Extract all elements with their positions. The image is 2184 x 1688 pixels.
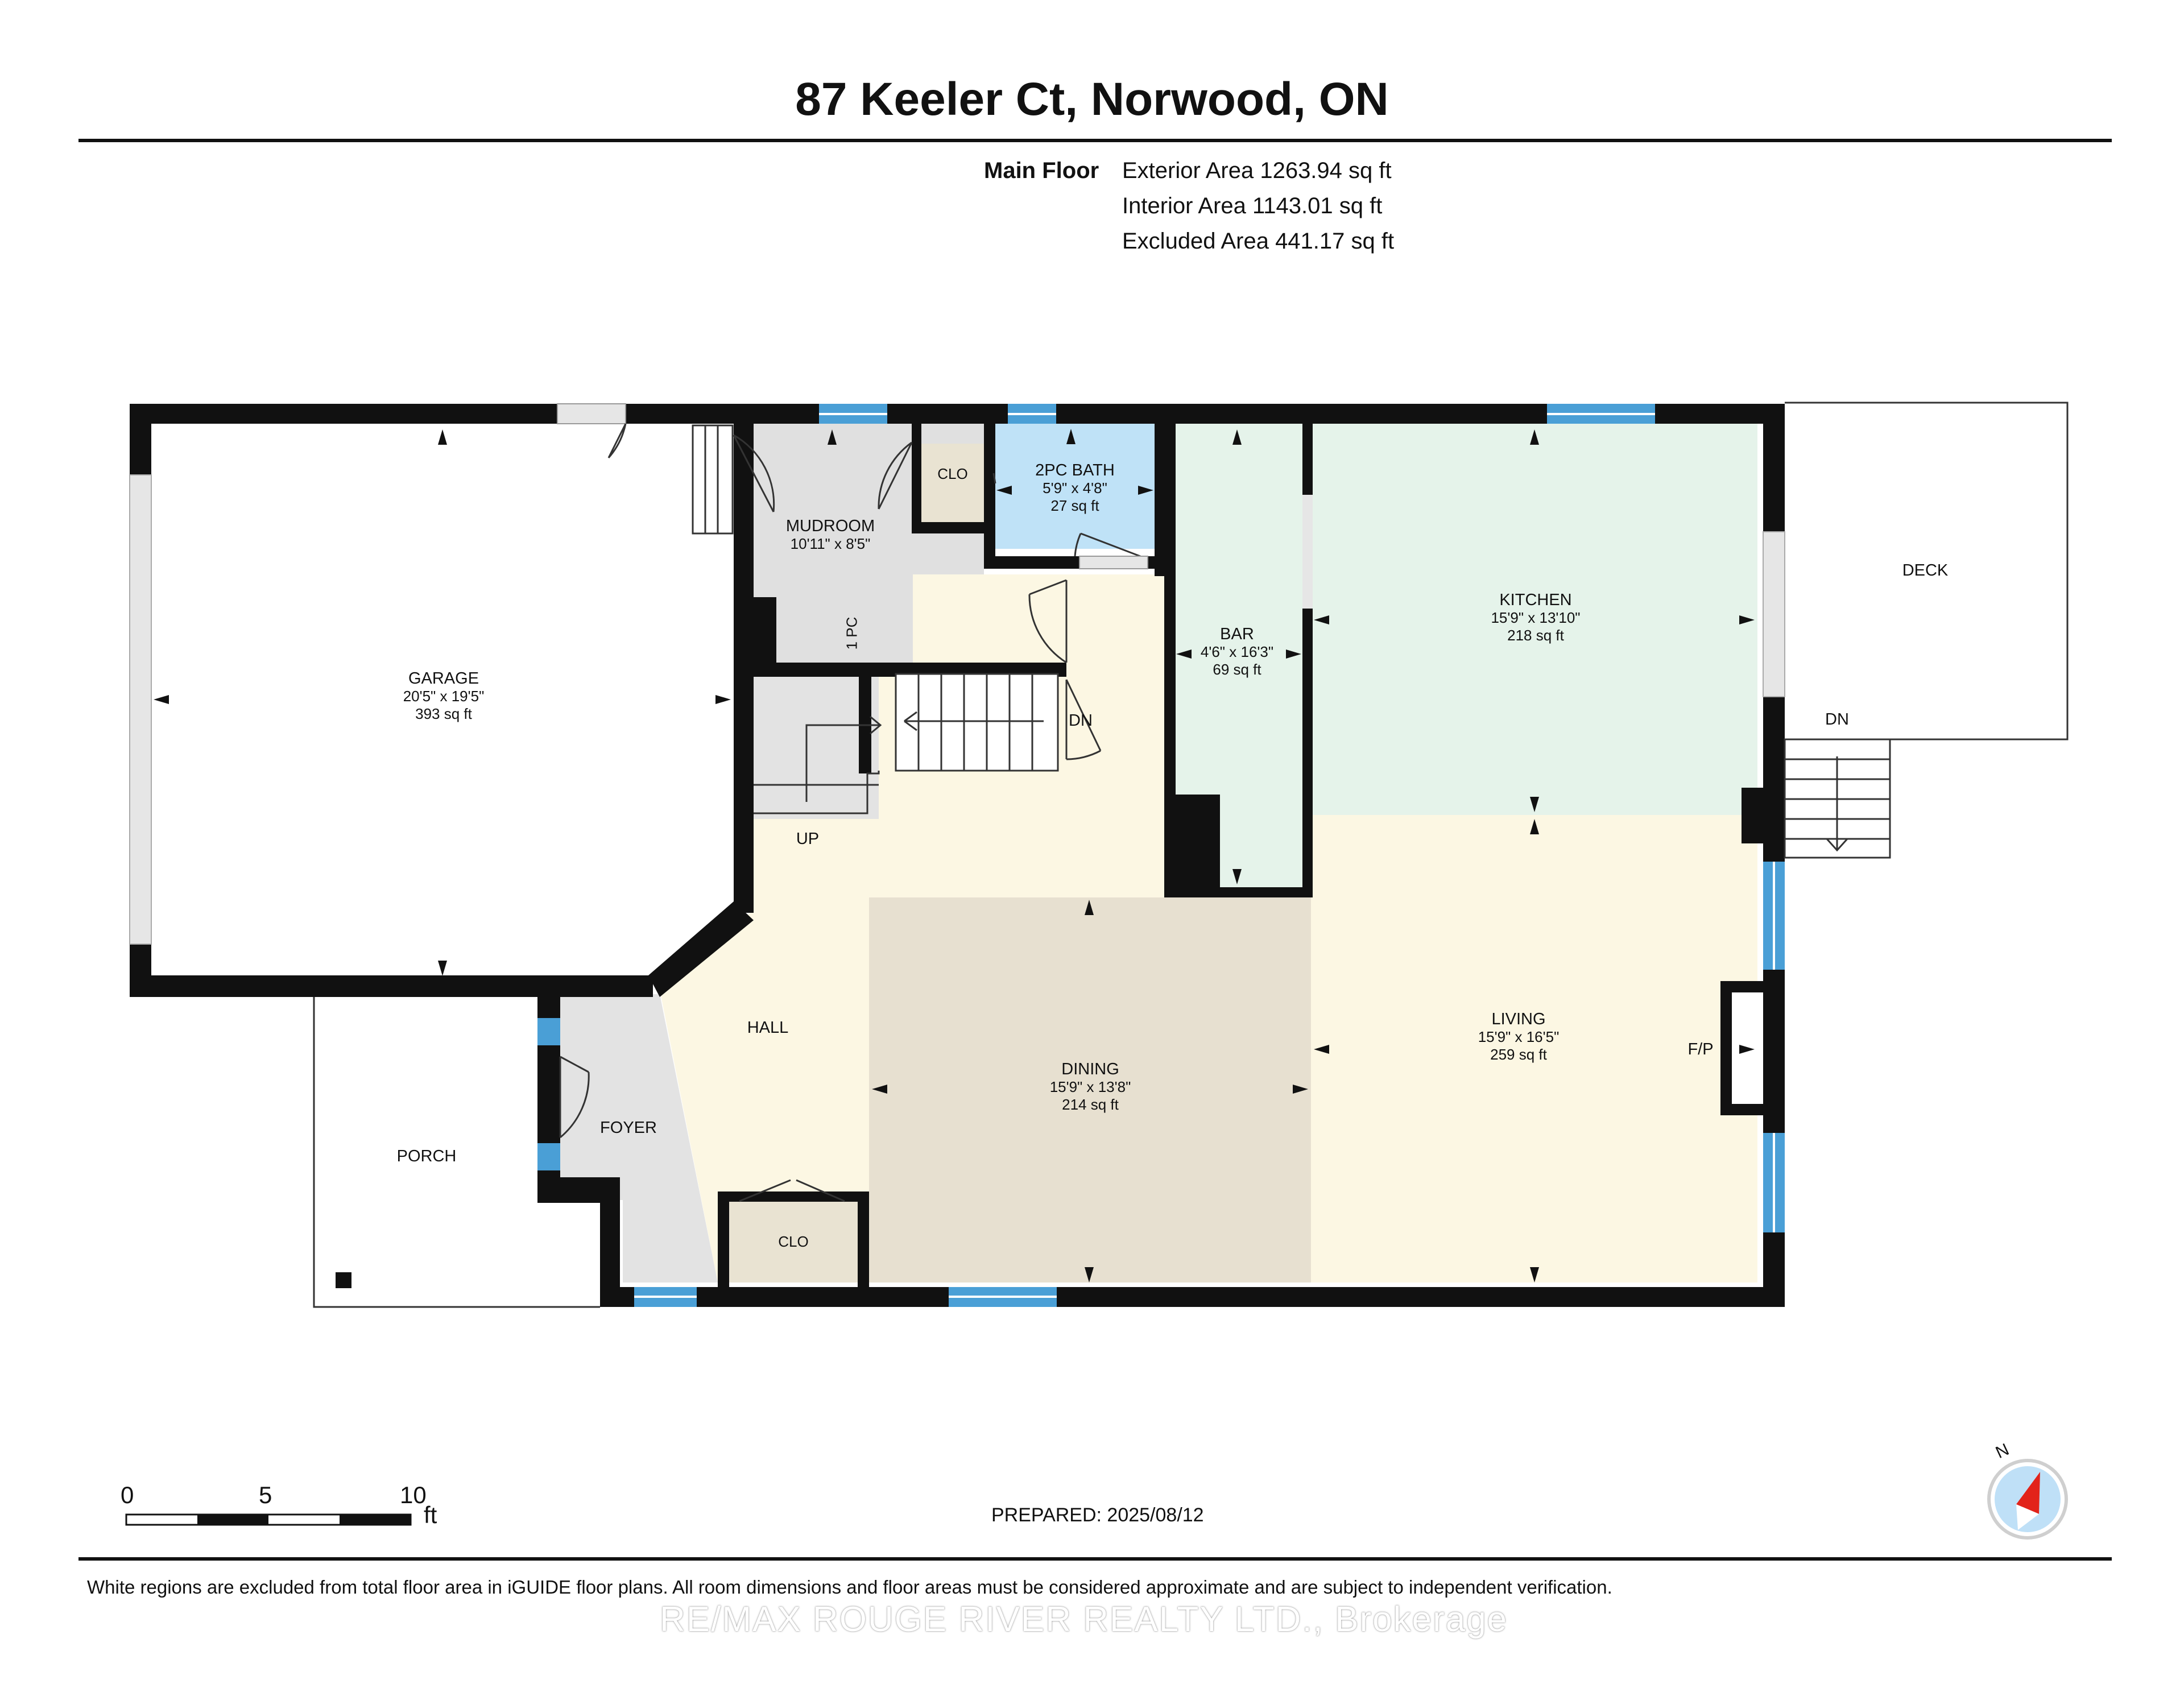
stairs-dn-label: DN [1069,711,1093,730]
clo-bottom-label: CLO [778,1233,809,1250]
room-mudroom: MUDROOM 10'11" x 8'5" [785,517,875,553]
stairs [754,673,1059,814]
patio-door [1763,531,1785,697]
deck-label: DECK [1902,561,1949,580]
dimension-markers [154,429,1755,1282]
clo-top-fill [919,444,987,526]
porch-label: PORCH [396,1147,457,1165]
dining-fill [869,897,1311,1282]
porch [313,997,600,1308]
deck [1784,402,2069,859]
room-living: LIVING 15'9" x 16'5" 259 sq ft [1478,1010,1560,1064]
plan-title: 87 Keeler Ct, Norwood, ON [795,73,1389,125]
garage-entry-steps [692,424,734,535]
hall-label: HALL [747,1019,789,1037]
living-fill [1311,815,1757,1282]
scale-0: 0 [121,1482,134,1508]
kitchen-fill [1311,423,1757,815]
window-lines [634,413,1775,1298]
garage-fill [151,423,734,974]
room-bar: BAR 4'6" x 16'3" 69 sq ft [1200,625,1274,678]
disclaimer: White regions are excluded from total fl… [87,1577,1612,1598]
excluded-area: Excluded Area 441.17 sq ft [1122,229,1395,254]
one-pc-label: 1 PC [843,617,861,650]
clo-top-label: CLO [937,465,968,482]
compass-icon [1987,1459,2068,1540]
bar-opening [1302,495,1313,609]
scale-10: 10 [400,1482,427,1508]
exterior-area: Exterior Area 1263.94 sq ft [1122,158,1392,183]
bar-fill [1173,423,1302,887]
stairs-up-label: UP [796,830,820,848]
door-swings [557,403,1144,1202]
floor-name: Main Floor [984,158,1099,183]
header-divider [78,139,2112,142]
deck-dn-label: DN [1825,710,1849,729]
room-bath: 2PC BATH 5'9" x 4'8" 27 sq ft [1035,461,1115,515]
room-garage: GARAGE 20'5" x 19'5" 393 sq ft [403,669,485,723]
room-dining: DINING 15'9" x 13'8" 214 sq ft [1049,1060,1131,1114]
fireplace-label: F/P [1687,1040,1714,1058]
garage-door [129,474,152,945]
foyer-label: FOYER [600,1119,657,1137]
room-kitchen: KITCHEN 15'9" x 13'10" 218 sq ft [1491,591,1581,644]
footer-divider [78,1557,2112,1561]
porch-post [336,1272,351,1288]
prepared-date: PREPARED: 2025/08/12 [991,1504,1204,1526]
foyer-fill [560,994,718,1282]
clo-bottom-fill [727,1201,858,1282]
scale-bar [125,1513,412,1526]
scale-5: 5 [259,1482,272,1508]
brokerage-watermark: RE/MAX ROUGE RIVER REALTY LTD., Brokerag… [660,1600,1508,1639]
stair-up-fill [754,677,879,819]
scale-unit: ft [424,1501,437,1528]
interior-area: Interior Area 1143.01 sq ft [1122,193,1383,218]
